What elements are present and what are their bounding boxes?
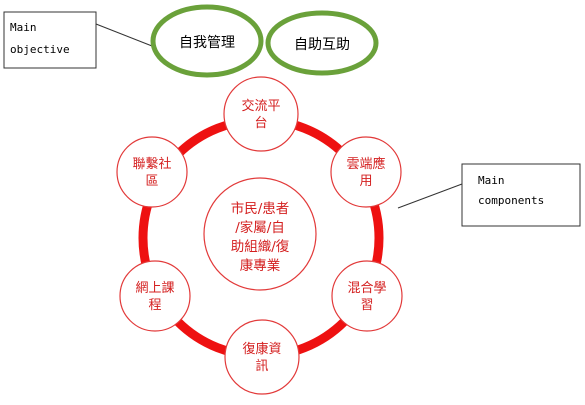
callout-main-components-line2: components	[478, 194, 544, 207]
component-label-line2: 習	[360, 298, 373, 313]
callout-main-objective-line2: objective	[10, 43, 70, 56]
component-label-line2: 訊	[255, 359, 268, 374]
objective-label: 自助互助	[294, 37, 350, 53]
hub-circle	[203, 177, 317, 291]
hub-label-line2: /家屬/自	[235, 219, 285, 236]
callout-main-components-box	[461, 163, 581, 227]
callout-main-components-line1: Main	[478, 174, 505, 187]
component-label-line2: 區	[145, 174, 158, 189]
component-node-cloud-application: 雲端應 用	[330, 136, 402, 208]
callout-main-components: Main components	[397, 163, 581, 227]
objective-label: 自我管理	[179, 35, 235, 51]
component-label-line1: 交流平	[241, 98, 280, 114]
component-label-line1: 聯繫社	[132, 156, 171, 172]
component-node-exchange-platform: 交流平 台	[223, 76, 299, 152]
component-label-line1: 雲端應	[346, 156, 385, 172]
hub-label-line4: 康專業	[240, 257, 281, 274]
hub-label-line1: 市民/患者	[231, 200, 290, 217]
objective-ellipse	[265, 10, 379, 76]
objective-ellipse	[150, 4, 264, 78]
component-label-line1: 網上課	[135, 280, 174, 296]
component-label-line2: 程	[148, 298, 161, 313]
callout-main-objective-box	[3, 11, 97, 69]
callout-main-objective-line1: Main	[10, 21, 37, 34]
callout-main-objective-leader	[95, 23, 153, 47]
callout-main-components-leader	[397, 183, 463, 209]
component-circle	[223, 76, 299, 152]
component-label-line2: 用	[359, 174, 372, 189]
component-node-rehab-info: 復康資 訊	[224, 319, 300, 395]
component-circle	[331, 260, 403, 332]
component-label-line1: 復康資	[242, 341, 281, 357]
component-node-online-courses: 網上課 程	[119, 260, 191, 332]
component-label-line2: 台	[254, 116, 267, 131]
component-circle	[330, 136, 402, 208]
hub-label-line3: 助組織/復	[231, 238, 290, 255]
component-label-line1: 混合學	[347, 281, 386, 296]
hub-node: 市民/患者 /家屬/自 助組織/復 康專業	[203, 177, 317, 291]
component-node-community-liaison: 聯繫社 區	[116, 136, 188, 208]
objective-mutual-help: 自助互助	[265, 10, 379, 76]
component-circle	[224, 319, 300, 395]
objective-self-management: 自我管理	[150, 4, 264, 78]
callout-main-objective: Main objective	[3, 11, 153, 69]
component-circle	[116, 136, 188, 208]
component-node-blended-learning: 混合學 習	[331, 260, 403, 332]
component-circle	[119, 260, 191, 332]
